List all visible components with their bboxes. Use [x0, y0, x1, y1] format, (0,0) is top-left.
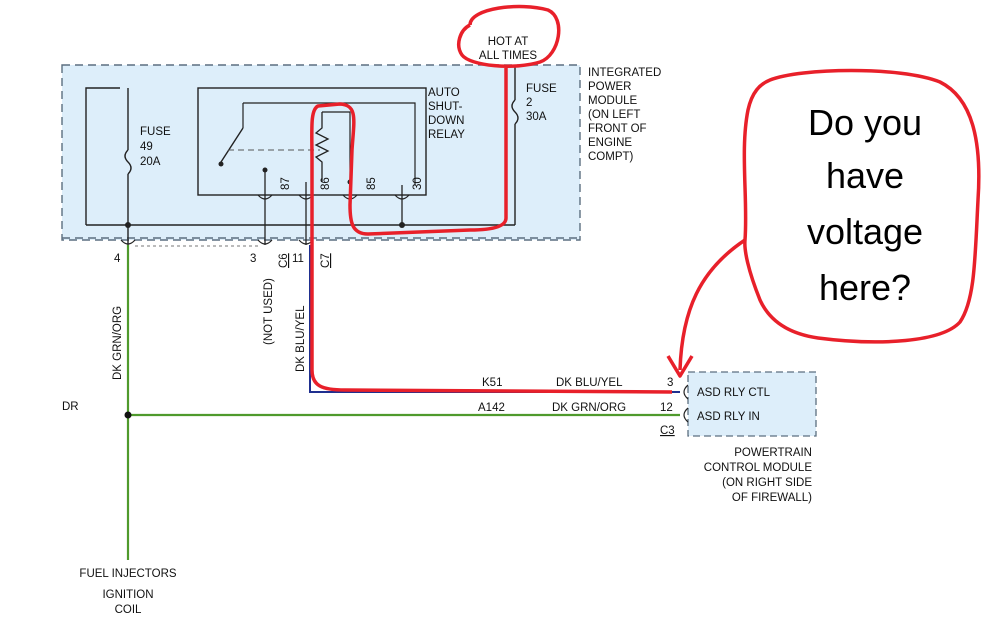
left-fragment-label: DR	[62, 401, 79, 413]
pcm-label-4: OF FIREWALL)	[732, 492, 812, 504]
relay-coil-icon	[314, 112, 330, 182]
fuse-49-label-2: 49	[140, 141, 153, 153]
relay-label-1: AUTO	[428, 87, 460, 99]
pcm-asd-rly-in: ASD RLY IN	[697, 411, 760, 423]
circuit-a142: A142	[478, 402, 505, 414]
connector-pin-4: 4	[114, 253, 121, 265]
connector-pin-11: 11	[292, 253, 304, 265]
connector-c6: C6	[278, 253, 290, 268]
pcm-module-box	[687, 371, 817, 437]
relay-pin-87: 87	[280, 177, 292, 190]
ipm-label-5: FRONT OF	[588, 123, 647, 135]
ipm-module-box	[61, 64, 581, 241]
speech-bubble	[742, 68, 981, 344]
hot-circle-annotation	[457, 4, 561, 68]
ipm-label-3: MODULE	[588, 95, 638, 107]
wire-dk-grn-org-label: DK GRN/ORG	[112, 306, 124, 380]
circuit-a142-color: DK GRN/ORG	[552, 402, 626, 414]
wire-dk-blu-yel-label: DK BLU/YEL	[295, 305, 307, 372]
fuse-2-label-1: FUSE	[526, 83, 557, 95]
relay-switch-icon	[220, 127, 244, 163]
fuel-injectors-label: FUEL INJECTORS	[79, 568, 176, 580]
fuse-2-icon	[511, 99, 519, 125]
fuse-49-icon	[124, 149, 132, 175]
question-line-1: Do you	[808, 102, 922, 143]
circuit-trace-annotation	[310, 68, 673, 394]
ipm-label-7: COMPT)	[588, 151, 634, 163]
question-line-2: have	[826, 155, 904, 196]
pointer-arrow-annotation	[678, 238, 746, 371]
not-used-label: (NOT USED)	[263, 278, 275, 345]
ipm-label-6: ENGINE	[588, 137, 632, 149]
circuit-k51-color: DK BLU/YEL	[556, 377, 623, 389]
fuse-49-label-3: 20A	[140, 156, 161, 168]
circuit-k51: K51	[482, 377, 502, 389]
fuse-49-label-1: FUSE	[140, 126, 171, 138]
relay-pin-85: 85	[366, 177, 378, 190]
relay-label-2: SHUT-	[428, 101, 463, 113]
hot-label-2: ALL TIMES	[479, 50, 537, 62]
arrow-head-icon	[666, 355, 694, 378]
pcm-asd-rly-ctl: ASD RLY CTL	[697, 387, 771, 399]
ignition-coil-label-1: IGNITION	[102, 589, 153, 601]
pcm-pin-3: 3	[667, 377, 673, 389]
connector-c7: C7	[320, 253, 332, 268]
ignition-coil-label-2: COIL	[115, 604, 142, 616]
connector-pin-3: 3	[250, 253, 256, 265]
question-line-4: here?	[819, 267, 911, 308]
relay-pin-86: 86	[320, 177, 332, 190]
ipm-label-4: (ON LEFT	[588, 109, 640, 121]
relay-pin-30: 30	[412, 177, 424, 190]
connector-c3: C3	[660, 425, 675, 437]
relay-label-3: DOWN	[428, 115, 464, 127]
pcm-pin-12: 12	[660, 402, 673, 414]
question-line-3: voltage	[807, 211, 923, 252]
fuse-2-label-3: 30A	[526, 111, 547, 123]
wire-k51	[309, 245, 680, 393]
ipm-label-2: POWER	[588, 81, 631, 93]
ipm-label-1: INTEGRATED	[588, 67, 661, 79]
hot-label-1: HOT AT	[488, 36, 528, 48]
relay-label-4: RELAY	[428, 129, 465, 141]
pcm-label-1: POWERTRAIN	[734, 447, 812, 459]
pcm-label-3: (ON RIGHT SIDE	[722, 477, 812, 489]
pcm-label-2: CONTROL MODULE	[704, 462, 813, 474]
fuse-2-label-2: 2	[526, 97, 532, 109]
